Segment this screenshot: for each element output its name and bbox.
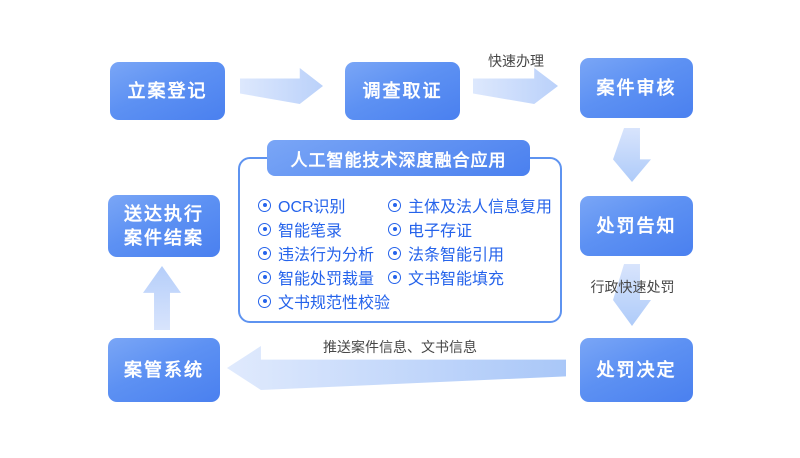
list-item: 法条智能引用 <box>388 241 552 265</box>
list-item-label: 法条智能引用 <box>408 247 505 264</box>
list-item: OCR识别 <box>258 193 390 217</box>
list-item-label: OCR识别 <box>278 199 346 216</box>
list-item: 智能处罚裁量 <box>258 265 390 289</box>
circle-dot-icon <box>258 246 271 260</box>
node-penalty-decision-label: 处罚决定 <box>596 359 677 380</box>
node-penalty-decision: 处罚决定 <box>580 338 693 402</box>
node-case-registration-label: 立案登记 <box>127 80 208 101</box>
circle-dot-icon <box>388 270 401 284</box>
list-item-label: 电子存证 <box>408 223 473 240</box>
arrow-down-icon <box>613 128 651 182</box>
node-investigation: 调查取证 <box>345 62 460 120</box>
node-case-review: 案件审核 <box>580 58 693 118</box>
list-item-label: 违法行为分析 <box>278 247 375 264</box>
node-case-mgmt-label: 案管系统 <box>124 359 204 380</box>
ai-panel-left-column: OCR识别 智能笔录 违法行为分析 智能处罚裁量 文书规范性校验 <box>258 193 390 313</box>
node-delivery-label-line2: 案件结案 <box>124 228 204 248</box>
list-item: 违法行为分析 <box>258 241 390 265</box>
circle-dot-icon <box>388 198 401 212</box>
node-case-registration: 立案登记 <box>110 62 225 120</box>
node-delivery-closing: 送达执行 案件结案 <box>108 195 220 257</box>
edge-label-fast-handling: 快速办理 <box>488 53 544 69</box>
circle-dot-icon <box>258 294 271 308</box>
list-item: 文书智能填充 <box>388 265 552 289</box>
list-item-label: 文书智能填充 <box>408 271 505 288</box>
list-item: 智能笔录 <box>258 217 390 241</box>
circle-dot-icon <box>258 198 271 212</box>
list-item: 文书规范性校验 <box>258 289 390 313</box>
arrow-right-icon <box>240 68 323 104</box>
circle-dot-icon <box>388 246 401 260</box>
node-penalty-notice: 处罚告知 <box>580 196 693 256</box>
node-investigation-label: 调查取证 <box>362 80 443 101</box>
arrow-up-icon <box>143 266 181 330</box>
circle-dot-icon <box>388 222 401 236</box>
edge-label-admin-fast-penalty: 行政快速处罚 <box>590 279 675 295</box>
list-item: 主体及法人信息复用 <box>388 193 552 217</box>
list-item-label: 智能处罚裁量 <box>278 271 375 288</box>
circle-dot-icon <box>258 270 271 284</box>
edge-label-push-info: 推送案件信息、文书信息 <box>323 339 477 355</box>
node-penalty-notice-label: 处罚告知 <box>596 215 677 236</box>
circle-dot-icon <box>258 222 271 236</box>
ai-panel-right-column: 主体及法人信息复用 电子存证 法条智能引用 文书智能填充 <box>388 193 552 289</box>
node-delivery-label-line1: 送达执行 <box>124 203 204 224</box>
list-item-label: 智能笔录 <box>278 223 343 240</box>
list-item-label: 文书规范性校验 <box>278 295 391 312</box>
ai-capabilities-panel: OCR识别 智能笔录 违法行为分析 智能处罚裁量 文书规范性校验 主体 <box>238 157 562 323</box>
node-case-mgmt: 案管系统 <box>108 338 220 402</box>
node-case-review-label: 案件审核 <box>596 77 677 98</box>
arrow-right-icon <box>473 68 558 104</box>
ai-panel-title: 人工智能技术深度融合应用 <box>267 140 530 176</box>
list-item-label: 主体及法人信息复用 <box>408 199 553 216</box>
list-item: 电子存证 <box>388 217 552 241</box>
